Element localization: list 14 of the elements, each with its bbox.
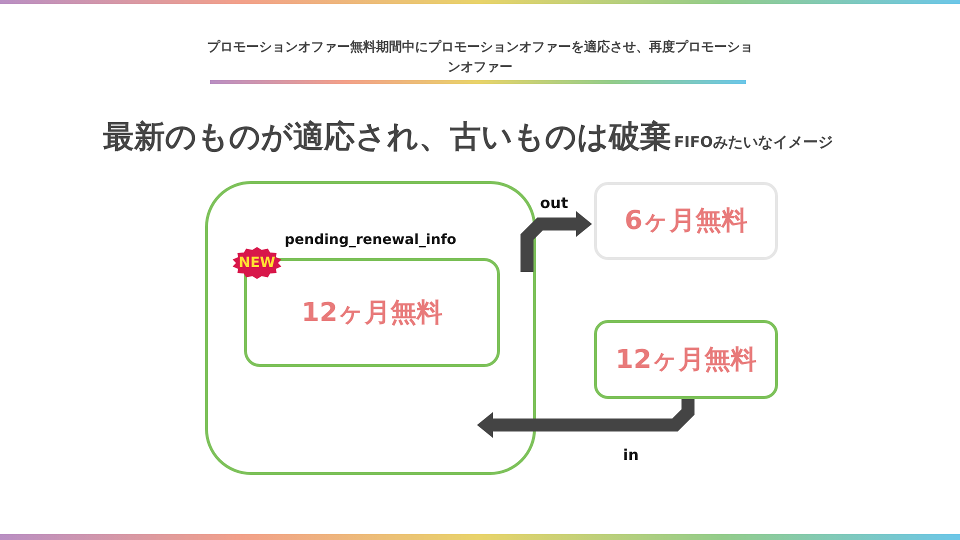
heading: 最新のものが適応され、古いものは破棄 — [103, 118, 671, 157]
edge-label: out — [540, 193, 568, 213]
edge-label: in — [623, 445, 639, 465]
offer-text: 12ヶ月無料 — [614, 344, 758, 376]
subheading-note: FIFOみたいなイメージ — [674, 133, 833, 152]
offer-text: 6ヶ月無料 — [623, 205, 749, 238]
offer-box — [594, 182, 778, 260]
offer-text: 12ヶ月無料 — [300, 296, 444, 330]
title: プロモーションオファー無料期間中にプロモーションオファーを適応させ、再度プロモーションオファー — [206, 38, 754, 77]
arrow — [477, 399, 694, 438]
container-box — [205, 181, 536, 475]
box-heading: pending_renewal_info — [284, 231, 458, 250]
new-badge: NEW — [232, 247, 282, 279]
offer-box — [594, 320, 778, 399]
